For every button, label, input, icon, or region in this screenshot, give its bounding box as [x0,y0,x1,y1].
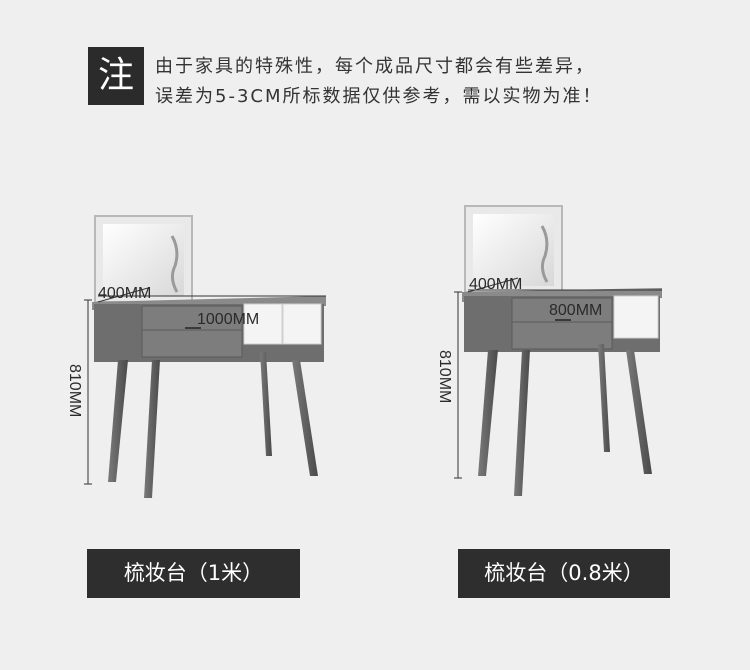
mirror-glass [103,224,184,296]
mirror-plant-reflection [170,235,179,293]
vanity-table-1m: 400MM 1000MM 810MM [66,215,326,498]
drawer-lower-left [511,321,613,350]
height-dimension-label: 810MM [66,364,83,417]
drawer-white [613,295,659,339]
note-badge: 注 [88,47,144,105]
drawer-white-1 [243,303,283,345]
drawer-upper-left [511,297,613,323]
depth-dimension-label: 400MM [98,285,151,302]
leg-back-right [260,352,272,456]
drawer-handle [185,327,201,329]
leg-back-right [598,344,610,452]
leg-front-left [108,360,128,482]
note-text-line-1: 由于家具的特殊性，每个成品尺寸都会有些差异， [155,56,595,77]
vanity-table-0-8m: 400MM 800MM 810MM [436,205,662,496]
leg-front-right [292,360,318,476]
product-label-0-8m: 梳妆台（0.8米） [458,549,670,598]
width-dimension-label: 800MM [549,302,602,319]
depth-dimension-label: 400MM [469,276,522,293]
mirror-glass [473,214,554,286]
leg-front-right [626,350,652,474]
drawer-handle [555,319,571,321]
depth-dimension-line [97,287,149,303]
mirror-plant-reflection [540,225,549,283]
leg-back-left [144,360,160,498]
drawer-lower-left [141,329,243,358]
width-dimension-label: 1000MM [197,311,259,328]
note-text-line-2: 误差为5-3CM所标数据仅供参考，需以实物为准！ [155,86,603,107]
product-label-1m: 梳妆台（1米） [87,549,300,598]
drawer-white-2 [282,303,322,345]
leg-back-left [514,350,530,496]
leg-front-left [478,350,498,476]
height-dimension-label: 810MM [436,350,453,403]
